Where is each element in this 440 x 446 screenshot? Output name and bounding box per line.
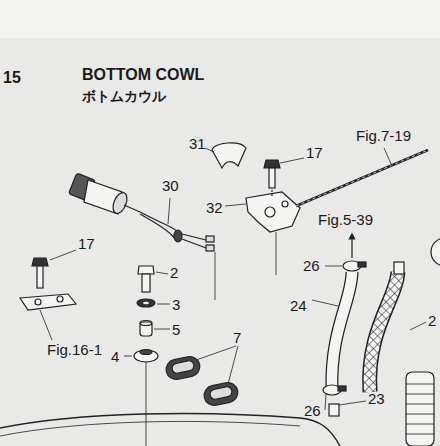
collar-part: [140, 322, 152, 336]
title: BOTTOM COWL: [82, 67, 204, 83]
callout-number: 7: [233, 330, 241, 345]
bolt-part: [32, 258, 48, 288]
hose-part: [332, 272, 352, 390]
page-number: 15: [3, 70, 21, 86]
grommet-part: [134, 350, 158, 362]
callout-number: 32: [206, 200, 223, 215]
callout-number: 31: [189, 136, 206, 151]
joint-part: [329, 404, 339, 416]
callout-number: 26: [304, 403, 321, 418]
callout-number: 26: [303, 258, 320, 273]
figure-reference: Fig.7-19: [356, 128, 411, 143]
figure-reference: Fig.16-1: [47, 342, 102, 357]
bolt-part: [264, 160, 280, 196]
washer-part: [137, 299, 155, 307]
callout-number: 3: [172, 297, 180, 312]
bolt-part: [138, 266, 154, 292]
callout-number: 24: [290, 298, 307, 313]
cowl-outline: [0, 413, 340, 446]
paper-edge: [0, 0, 440, 38]
filter-part: [406, 372, 434, 446]
callout-number: 2: [170, 265, 178, 280]
sensor-part: [69, 173, 214, 251]
callout-number: 23: [368, 391, 385, 406]
title-japanese: ボトムカウル: [82, 89, 166, 103]
callout-number: 17: [306, 145, 323, 160]
clamp-part: [323, 261, 366, 395]
bracket-part: [246, 192, 300, 232]
clip-part: [212, 143, 246, 168]
callout-number: 5: [172, 322, 180, 337]
figure-reference: Fig.5-39: [318, 212, 373, 227]
braided-hose: [370, 272, 398, 392]
callout-number: 17: [78, 236, 95, 251]
callout-number: 4: [111, 349, 119, 364]
callout-number: 2: [428, 313, 436, 328]
stay-plate: [20, 294, 76, 310]
reference-circle: [431, 238, 440, 266]
callout-number: 30: [162, 178, 179, 193]
